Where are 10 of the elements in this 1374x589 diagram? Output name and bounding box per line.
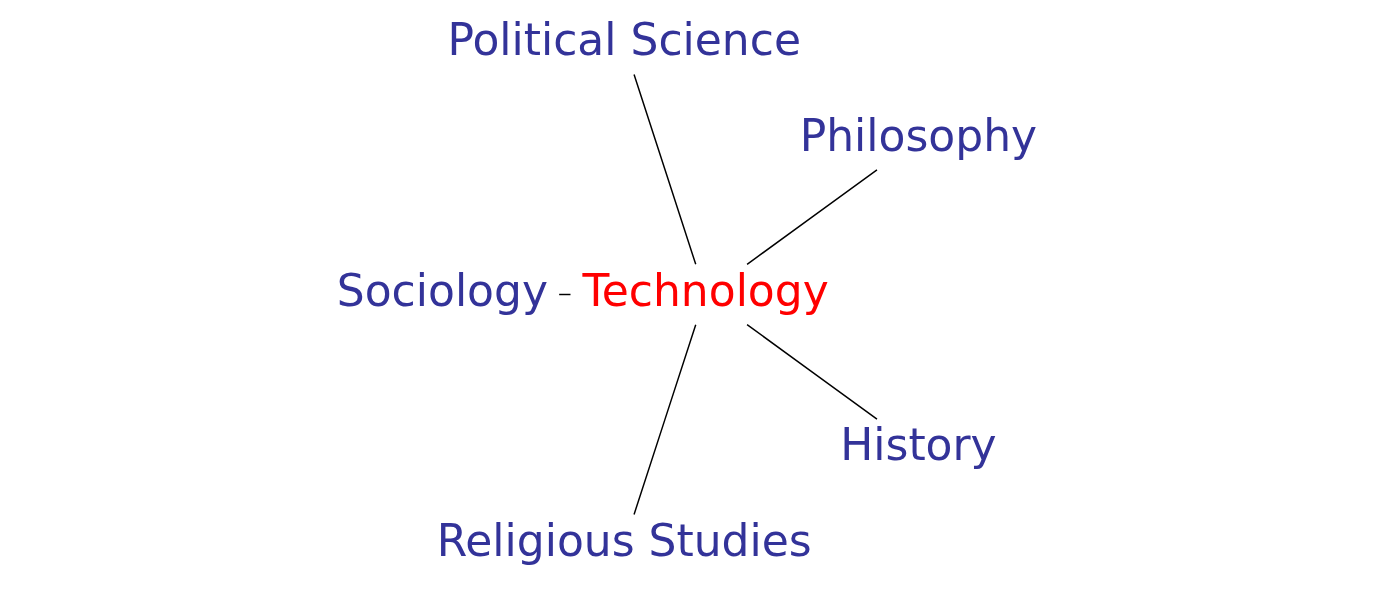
node-text: Political Science — [447, 14, 801, 66]
node-text: Technology — [582, 264, 829, 316]
node-text: Philosophy — [799, 109, 1038, 161]
connector — [746, 169, 878, 266]
node-text: Religious Studies — [436, 514, 812, 566]
connector — [633, 73, 697, 266]
node-text: Sociology — [336, 264, 548, 316]
node-text: History — [840, 419, 997, 471]
connector — [633, 323, 697, 516]
connector — [746, 323, 878, 420]
